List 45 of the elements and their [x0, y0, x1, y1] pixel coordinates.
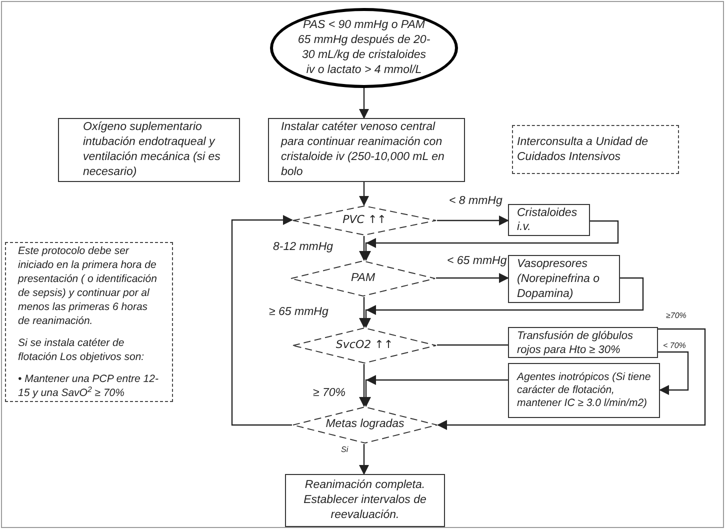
edge-label: < 8 mmHg: [448, 196, 504, 208]
arrow: [231, 215, 293, 426]
arrow: [359, 88, 369, 119]
process-box: [508, 363, 660, 418]
arrow: [658, 351, 689, 395]
arrow: [359, 182, 369, 206]
edge-label: 8-12 mmHg: [272, 242, 334, 254]
node-text: Interconsulta a Unidad de Cuidados Intensivos: [517, 134, 650, 164]
edge-label: ≥70%: [665, 312, 688, 320]
edge-label: < 70%: [662, 342, 687, 350]
process-box: [508, 204, 590, 236]
node-text: PAS < 90 mmHg o PAM 65 mmHg después de 20-30 mL/kg de cristaloides iv o lactato > 4 mmol/L: [297, 18, 431, 78]
node-text: Vasopresores (Norepinefrina o Dopamina): [517, 256, 600, 302]
note-box: [512, 125, 679, 174]
arrow: [359, 444, 369, 475]
node-text: Transfusión de glóbulos rojos para Hto ≥ 30%: [517, 328, 634, 356]
decision-diamond: [292, 406, 438, 444]
edge-label: ≥ 65 mmHg: [268, 307, 330, 318]
node-text: Este protocolo debe ser iniciado en la primera hora de presentación ( o identificación de sepsis) y continuar por al menos las primeras 6 horas de reanimación.: [18, 244, 158, 328]
node-text: PVC ↑↑: [342, 212, 388, 228]
edge-label: ≥ 70%: [312, 388, 347, 400]
edge-label: Si: [340, 446, 350, 454]
decision-diamond: [290, 260, 436, 297]
note-box: [5, 242, 173, 402]
node-text: SvcO2 ↑↑: [334, 337, 394, 354]
decision-diamond: [292, 327, 437, 364]
node-text: • Mantener una PCP entre 12-15 y una SavO$^{2}$ ≥ 70%: [18, 372, 160, 400]
edge-label: < 65 mmHg: [446, 256, 508, 268]
process-box: [508, 327, 658, 358]
process-box: [285, 474, 445, 527]
node-text: Si se instala catéter de flotación Los objetivos son:: [18, 336, 146, 364]
node-text: Reanimación completa. Establecer intervalos de reevaluación.: [302, 478, 428, 523]
node-text: PAM: [350, 270, 376, 286]
process-box: [508, 255, 620, 303]
node-text: Agentes inotrópicos (Si tiene carácter de flotación, mantener IC ≥ 3.0 l/min/m2): [517, 371, 651, 410]
arrow: [436, 273, 509, 283]
arrow: [437, 216, 509, 226]
node-text: Instalar catéter venoso central para continuar reanimación con cristaloide iv (250-10,000 mL en bolo: [281, 120, 446, 180]
process-box: [268, 118, 465, 182]
node-text: Metas logradas: [324, 417, 406, 432]
node-text: Cristaloides i.v.: [517, 206, 578, 234]
decision-diamond: [292, 205, 437, 236]
arrow: [437, 328, 706, 430]
process-box: [58, 118, 240, 182]
node-text: Oxígeno suplementario intubación endotraqueal y ventilación mecánica (si es necesario): [83, 120, 222, 180]
